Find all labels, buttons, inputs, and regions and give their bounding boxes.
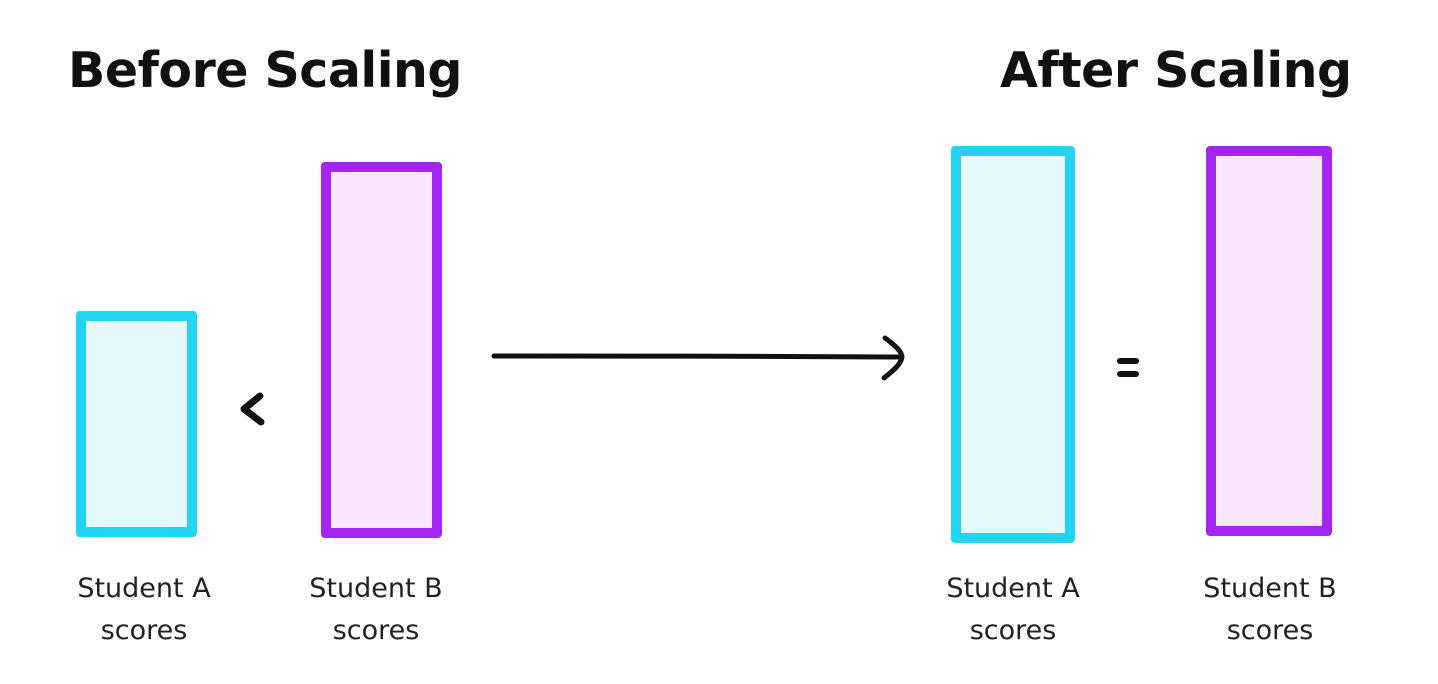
after-student-b-label: Student B scores (1203, 573, 1337, 646)
equals-symbol (1117, 358, 1139, 377)
before-student-a-bar (76, 311, 197, 537)
after-scaling-title: After Scaling (1000, 42, 1352, 99)
less-than-symbol (240, 392, 265, 426)
before-student-b-label: Student B scores (309, 573, 443, 646)
arrow-shaft (491, 353, 903, 360)
after-student-b-bar (1206, 146, 1332, 536)
after-student-a-bar (951, 146, 1075, 543)
arrow-head-icon (881, 335, 905, 381)
before-student-b-bar (321, 162, 442, 538)
scaling-arrow (491, 335, 905, 381)
before-scaling-title: Before Scaling (68, 42, 462, 99)
after-student-a-label: Student A scores (946, 573, 1080, 646)
before-student-a-label: Student A scores (77, 573, 211, 646)
